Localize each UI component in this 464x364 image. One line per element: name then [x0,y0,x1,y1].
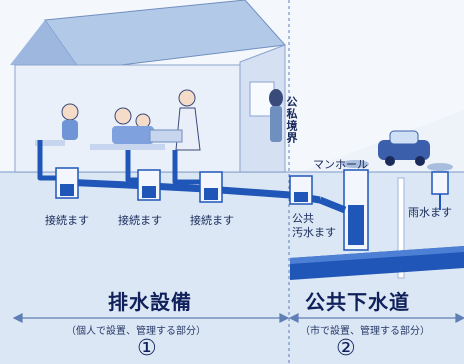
rain-pipe [397,177,405,279]
tub [35,140,65,146]
manhole-label: マンホール [313,158,368,171]
boundary-person [269,89,283,142]
table [90,144,165,150]
manhole-cover [341,160,369,168]
section-arrows [12,313,464,323]
public-section-title: 公共下水道 [305,290,410,314]
rain-box-label: 雨水ます [408,206,452,219]
car [378,130,430,166]
house-roof-side [10,20,80,70]
public-section-number: ② [336,336,356,361]
connection-boxes [55,167,223,203]
private-section-title: 排水設備 [108,290,192,314]
private-section-note: （個人で設置、管理する部分） [66,326,206,337]
connection-box-label-2: 接続ます [118,214,162,227]
public-section-note: （市で設置、管理する部分） [300,326,430,337]
rain-inlet-cover [427,163,453,171]
boundary-label: 公私境界 [285,96,298,144]
connection-box-label-3: 接続ます [190,214,234,227]
public-box-label: 公共 汚水ます [292,212,336,239]
people-figures [35,89,201,151]
rain-box [431,171,449,195]
sink [149,129,183,143]
connection-box-label-1: 接続ます [45,214,89,227]
private-section-number: ① [137,336,157,361]
